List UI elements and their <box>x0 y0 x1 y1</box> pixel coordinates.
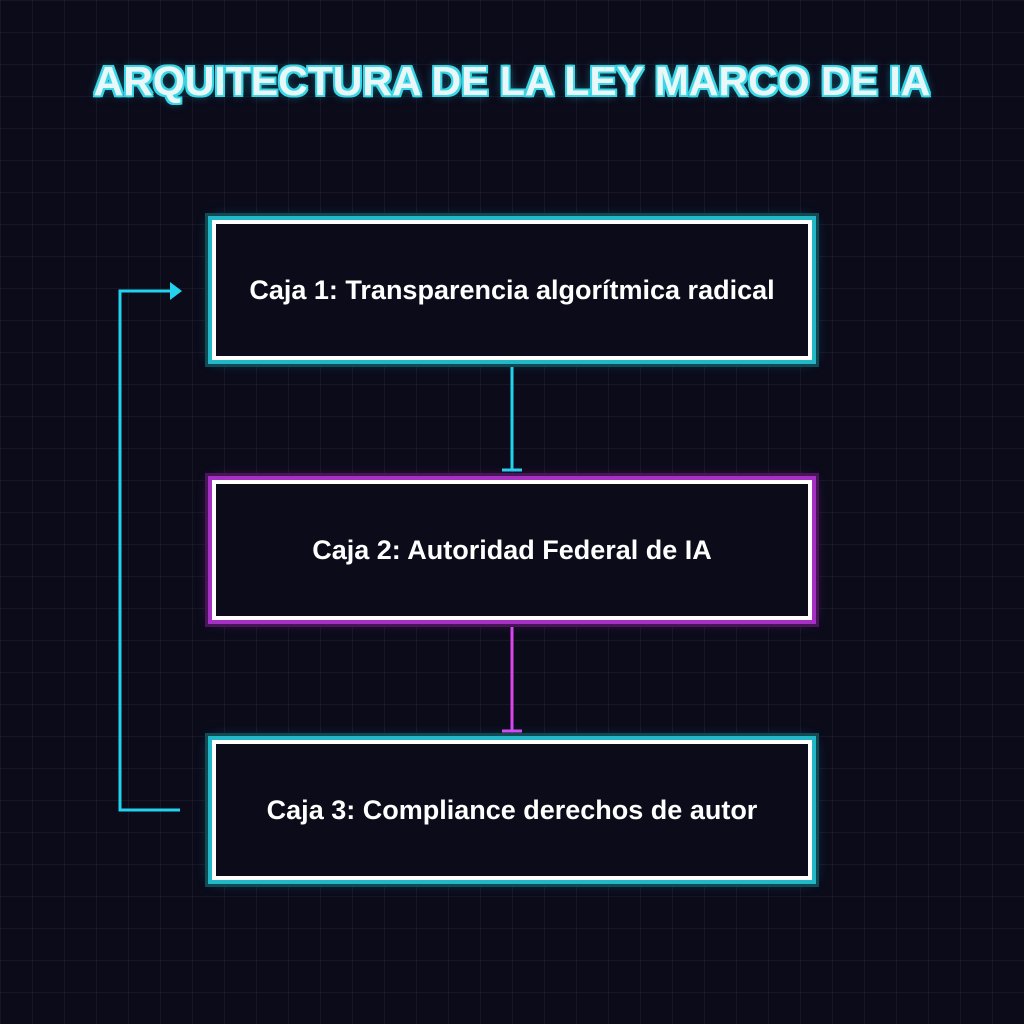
box-1-label: Caja 1: Transparencia algorítmica radica… <box>249 274 775 305</box>
box-3-label: Caja 3: Compliance derechos de autor <box>266 794 758 825</box>
box-3: Caja 3: Compliance derechos de autor <box>212 740 812 880</box>
box-2-label: Caja 2: Autoridad Federal de IA <box>312 534 712 565</box>
diagram-title: ARQUITECTURA DE LA LEY MARCO DE IA <box>0 58 1024 105</box>
feedback-loop-arrowhead <box>170 282 182 300</box>
box-1: Caja 1: Transparencia algorítmica radica… <box>212 220 812 360</box>
feedback-loop-connector <box>118 289 180 812</box>
diagram-title-text: ARQUITECTURA DE LA LEY MARCO DE IA <box>93 58 931 104</box>
box-2: Caja 2: Autoridad Federal de IA <box>212 480 812 620</box>
